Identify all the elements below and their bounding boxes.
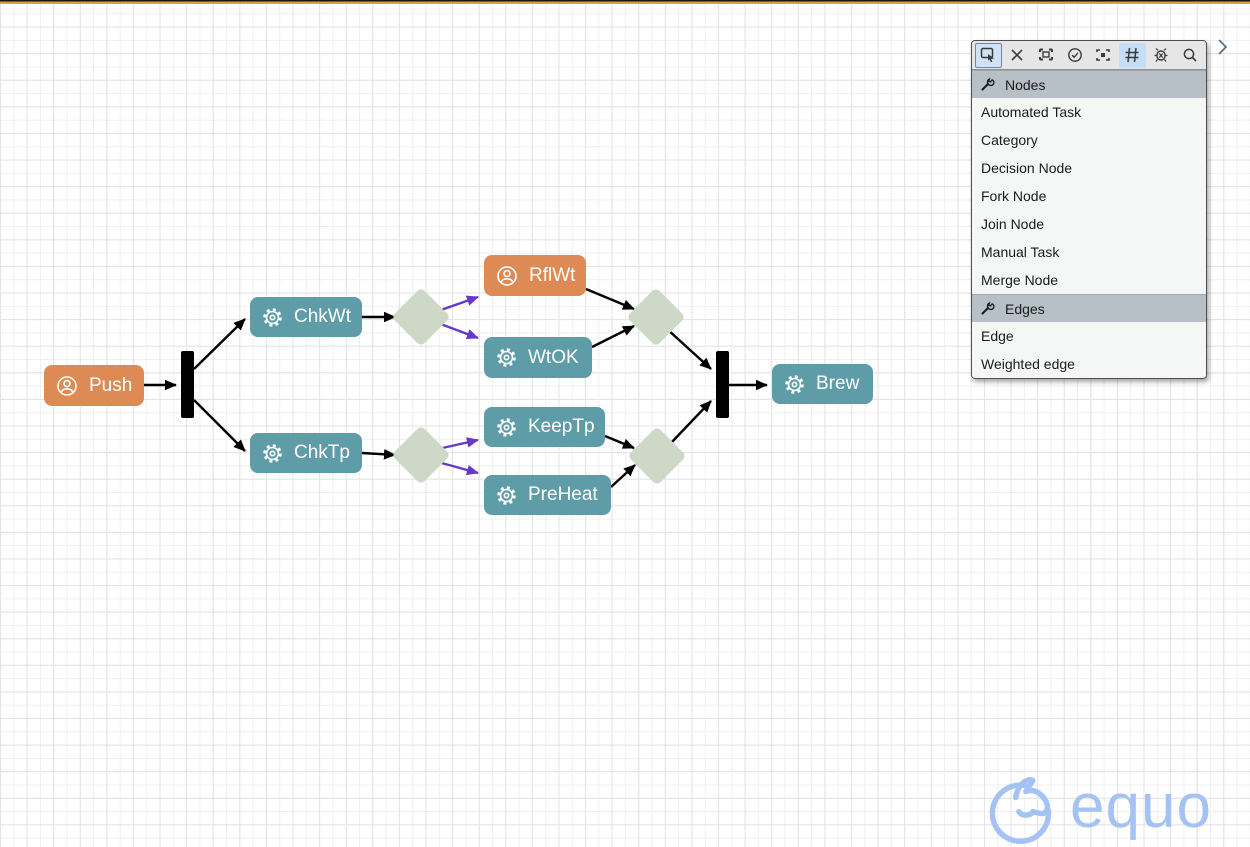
node-keeptp[interactable]: KeepTp	[484, 407, 605, 447]
node-label: Push	[89, 374, 133, 396]
window-top-border	[0, 0, 1250, 4]
edge-merge2-join[interactable]	[670, 400, 712, 444]
node-label: ChkTp	[294, 442, 350, 463]
node-preheat[interactable]: PreHeat	[484, 475, 611, 515]
palette-item-join-node[interactable]: Join Node	[972, 210, 1206, 238]
node-wtok[interactable]: WtOK	[484, 337, 592, 378]
edge-fork-chktp[interactable]	[193, 399, 246, 452]
edge-preheat-merge2[interactable]	[610, 464, 636, 488]
equo-horse-icon	[989, 777, 1052, 844]
palette-item-weighted-edge[interactable]: Weighted edge	[972, 350, 1206, 378]
item-label: Edge	[981, 328, 1014, 344]
item-label: Category	[981, 132, 1038, 148]
item-label: Weighted edge	[981, 356, 1075, 372]
gear-icon	[785, 374, 804, 394]
edge-merge1-join[interactable]	[666, 328, 712, 370]
marquee-tool-button[interactable]	[1032, 43, 1059, 68]
tool-palette: Nodes Automated Task Category Decision N…	[971, 40, 1207, 379]
node-chktp[interactable]: ChkTp	[250, 433, 362, 473]
gear-icon	[497, 348, 516, 367]
item-label: Decision Node	[981, 160, 1073, 176]
grid-icon	[1125, 47, 1139, 63]
item-label: Manual Task	[981, 244, 1060, 260]
gear-icon	[497, 485, 516, 505]
palette-group-header-nodes[interactable]: Nodes	[972, 70, 1206, 98]
node-rflwt[interactable]: RflWt	[484, 255, 586, 296]
palette-item-category[interactable]: Category	[972, 126, 1206, 154]
palette-toolbar	[972, 41, 1206, 70]
person-icon	[57, 375, 77, 396]
palette-item-decision-node[interactable]: Decision Node	[972, 154, 1206, 182]
palette-item-edge[interactable]: Edge	[972, 322, 1206, 350]
x-icon	[1011, 49, 1023, 61]
validate-tool-button[interactable]	[1061, 43, 1088, 68]
search-icon	[1183, 48, 1197, 62]
palette-item-automated-task[interactable]: Automated Task	[972, 98, 1206, 126]
node-label: KeepTp	[528, 416, 595, 437]
edge-chktp-decision2[interactable]	[361, 449, 396, 460]
equo-logo-text: equo	[1070, 772, 1212, 841]
select-tool-button[interactable]	[974, 42, 1002, 68]
item-label: Fork Node	[981, 188, 1047, 204]
edge-wtok-merge1[interactable]	[591, 324, 635, 349]
item-label: Join Node	[981, 216, 1045, 232]
gear-icon	[263, 307, 282, 327]
node-push[interactable]: Push	[44, 365, 144, 406]
focus-icon	[1096, 49, 1111, 61]
node-label: RflWt	[529, 264, 576, 286]
node-label: ChkWt	[294, 306, 351, 327]
gear-icon	[497, 417, 516, 437]
search-tool-button[interactable]	[1176, 43, 1203, 68]
wrench-icon	[981, 77, 995, 91]
palette-item-merge-node[interactable]: Merge Node	[972, 266, 1206, 294]
debug-tool-button[interactable]	[1147, 43, 1174, 68]
palette-item-manual-task[interactable]: Manual Task	[972, 238, 1206, 266]
wrench-icon	[981, 301, 995, 315]
bug-icon	[1154, 48, 1168, 62]
edge-rflwt-merge1[interactable]	[585, 287, 635, 311]
weighted-edge-decision2-preheat[interactable]	[437, 460, 479, 476]
weighted-edge-decision1-rflwt[interactable]	[437, 295, 479, 313]
equo-logo: equo	[982, 768, 1212, 846]
node-chkwt[interactable]: ChkWt	[250, 297, 362, 337]
node-label: WtOK	[528, 346, 579, 368]
palette-group-header-edges[interactable]: Edges	[972, 294, 1206, 322]
edge-keeptp-merge2[interactable]	[604, 434, 635, 450]
node-join[interactable]	[716, 351, 729, 418]
weighted-edge-decision2-keeptp[interactable]	[437, 437, 479, 451]
node-brew[interactable]: Brew	[772, 364, 873, 404]
marquee-icon	[1038, 48, 1053, 61]
weighted-edge-decision1-wtok[interactable]	[437, 321, 479, 340]
item-label: Automated Task	[981, 104, 1082, 120]
check-circle-icon	[1067, 48, 1082, 62]
edge-fork-chkwt[interactable]	[193, 318, 246, 370]
group-label: Nodes	[1005, 76, 1046, 93]
grid-tool-button[interactable]	[1118, 42, 1146, 68]
palette-item-fork-node[interactable]: Fork Node	[972, 182, 1206, 210]
chevron-right-icon	[1218, 39, 1228, 55]
palette-collapse-button[interactable]	[1213, 37, 1231, 57]
person-icon	[497, 265, 517, 286]
group-label: Edges	[1005, 300, 1045, 317]
node-fork[interactable]	[181, 351, 194, 418]
select-cursor-icon	[981, 47, 995, 62]
center-tool-button[interactable]	[1090, 43, 1117, 68]
node-label: Brew	[816, 373, 860, 394]
node-label: PreHeat	[528, 484, 598, 505]
gear-icon	[263, 443, 282, 463]
delete-tool-button[interactable]	[1004, 43, 1031, 68]
item-label: Merge Node	[981, 272, 1059, 288]
